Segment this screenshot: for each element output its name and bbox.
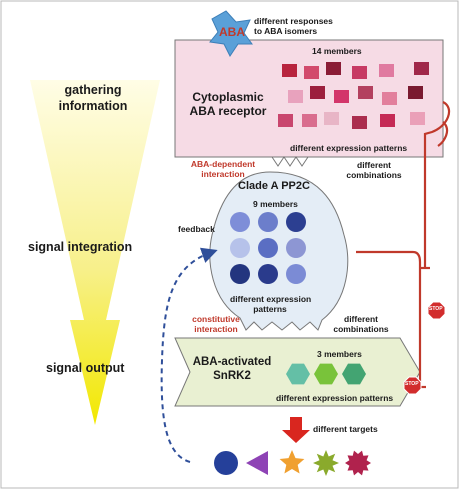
receptor-member-square xyxy=(410,112,425,125)
targets-label: different targets xyxy=(313,424,378,434)
target-spiky-star xyxy=(313,450,339,476)
snrk2-patterns: different expression patterns xyxy=(276,393,394,403)
feedback-label: feedback xyxy=(178,224,215,234)
receptor-member-square xyxy=(380,114,395,127)
stop-sign-lower xyxy=(403,376,422,395)
receptor-member-square xyxy=(282,64,297,77)
receptor-title: Cytoplasmic ABA receptor xyxy=(189,90,267,118)
receptor-member-square xyxy=(304,66,319,79)
snrk2-member-hexagon xyxy=(342,363,366,385)
signal-funnel-arrow xyxy=(30,80,160,425)
pp2c-member-circle xyxy=(286,238,306,258)
constitutive-interaction: constitutive interaction xyxy=(192,314,240,334)
snrk2-members-count: 3 members xyxy=(317,349,362,359)
target-triangle xyxy=(246,451,268,475)
stop-sign-upper xyxy=(427,301,446,320)
pp2c-member-circle xyxy=(230,212,250,232)
pp2c-member-circle xyxy=(258,238,278,258)
pp2c-body xyxy=(209,171,349,331)
stop-label-lower: STOP xyxy=(405,381,419,387)
pp2c-member-circle xyxy=(230,238,250,258)
receptor-member-square xyxy=(326,62,341,75)
pp2c-member-circle xyxy=(286,264,306,284)
pp2c-member-circle xyxy=(258,212,278,232)
snrk2-member-hexagon xyxy=(314,363,338,385)
receptor-pp2c-combinations: different combinations xyxy=(346,160,402,180)
pp2c-member-circle xyxy=(230,264,250,284)
target-circle xyxy=(214,451,238,475)
receptor-member-square xyxy=(302,114,317,127)
receptor-member-squares xyxy=(278,62,429,129)
aba-isomer-responses: different responses to ABA isomers xyxy=(254,16,333,36)
stop-label-upper: STOP xyxy=(429,306,443,312)
receptor-member-square xyxy=(278,114,293,127)
aba-dependent-interaction: ABA-dependent interaction xyxy=(190,159,256,179)
receptor-member-square xyxy=(358,86,373,99)
receptor-member-square xyxy=(352,66,367,79)
receptor-member-square xyxy=(288,90,303,103)
snrk2-title: ABA-activated SnRK2 xyxy=(192,356,272,382)
target-shapes xyxy=(214,450,371,476)
targets-arrow xyxy=(282,417,310,443)
receptor-members-count: 14 members xyxy=(312,46,362,56)
receptor-member-square xyxy=(382,92,397,105)
aba-star xyxy=(209,10,253,57)
feedback-arrow xyxy=(160,247,218,463)
label-signal-output: signal output xyxy=(46,361,125,375)
receptor-member-square xyxy=(324,112,339,125)
target-badge xyxy=(345,450,371,476)
receptor-member-square xyxy=(379,64,394,77)
snrk2-member-hexagons xyxy=(286,363,366,385)
pp2c-snrk2-combinations: different combinations xyxy=(333,314,389,334)
label-gathering-information: gathering information xyxy=(58,83,128,113)
snrk2-member-hexagon xyxy=(286,363,310,385)
pp2c-member-circles xyxy=(230,212,306,284)
receptor-member-square xyxy=(352,116,367,129)
pp2c-members-count: 9 members xyxy=(253,199,298,209)
pp2c-patterns: different expression patterns xyxy=(230,294,312,314)
receptor-box xyxy=(174,39,444,158)
receptor-zigzag xyxy=(271,156,309,167)
receptor-member-square xyxy=(414,62,429,75)
pp2c-title: Clade A PP2C xyxy=(238,180,310,192)
pp2c-member-circle xyxy=(286,212,306,232)
target-star xyxy=(279,450,305,474)
aba-label: ABA xyxy=(219,25,245,39)
receptor-member-square xyxy=(408,86,423,99)
receptor-patterns: different expression patterns xyxy=(290,143,408,153)
label-signal-integration: signal integration xyxy=(28,240,133,254)
pp2c-member-circle xyxy=(258,264,278,284)
receptor-member-square xyxy=(310,86,325,99)
receptor-member-square xyxy=(334,90,349,103)
